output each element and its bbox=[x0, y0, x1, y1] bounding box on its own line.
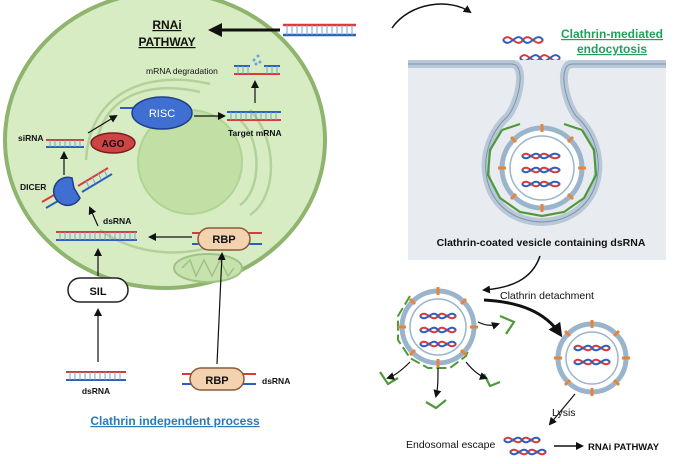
target-mrna bbox=[227, 111, 281, 121]
arrow-clathrin-detachment bbox=[483, 298, 563, 338]
sirna-label: siRNA bbox=[18, 133, 44, 143]
dsrna-inner bbox=[56, 231, 137, 241]
arrow-sirna-to-risc bbox=[87, 114, 118, 134]
arrow-dsrna-to-dicer bbox=[88, 206, 99, 227]
helical-dsrna-extracellular bbox=[502, 36, 561, 62]
arrow-lysis bbox=[548, 393, 576, 426]
endosomal-escape-label: Endosomal escape bbox=[406, 439, 495, 451]
clathrin-mediated-label-line1[interactable]: Clathrin-mediated bbox=[561, 27, 663, 41]
mrna-degradation-label: mRNA degradation bbox=[146, 66, 218, 76]
sil-transporter bbox=[67, 277, 129, 303]
risc-complex bbox=[131, 96, 193, 130]
fragment-arrows bbox=[386, 321, 500, 398]
endoplasmic-reticulum bbox=[84, 78, 273, 254]
dsrna-outside bbox=[66, 371, 126, 381]
mitochondrion bbox=[173, 253, 243, 283]
ago-protein bbox=[90, 132, 136, 154]
degraded-mrna bbox=[234, 54, 280, 75]
target-mrna-label: Target mRNA bbox=[228, 128, 282, 138]
sirna-duplex bbox=[46, 139, 84, 148]
uncoated-vesicle bbox=[554, 320, 630, 396]
rbp-inner bbox=[192, 227, 262, 251]
clathrin-coat bbox=[486, 122, 598, 218]
dsrna-inner-label: dsRNA bbox=[103, 216, 131, 226]
clathrin-detachment-label: Clathrin detachment bbox=[500, 290, 594, 302]
vesicle-spikes bbox=[498, 124, 586, 212]
arrow-rbp-into-cell bbox=[216, 252, 226, 365]
rbp-inner-label: RBP bbox=[212, 234, 235, 246]
escaped-dsrna bbox=[503, 436, 547, 456]
dsrna-outside-label: dsRNA bbox=[82, 386, 110, 396]
rnai-pathway-label-line1: RNAi bbox=[152, 18, 181, 32]
incoming-dsrna-top bbox=[283, 23, 356, 37]
rnai-pathway-final-label: RNAi PATHWAY bbox=[588, 442, 660, 453]
ago-label: AGO bbox=[102, 139, 125, 150]
arrow-vesicle-to-detached bbox=[482, 255, 541, 294]
risc-label: RISC bbox=[149, 108, 175, 120]
coated-vesicle-detaching bbox=[397, 287, 478, 369]
dicer-label: DICER bbox=[20, 182, 46, 192]
rbp-outside-label: RBP bbox=[205, 375, 228, 387]
dsrna-rbp-label: dsRNA bbox=[262, 376, 290, 386]
dicer-dsrna-right bbox=[77, 167, 113, 193]
arrow-to-endocytosis bbox=[391, 3, 472, 29]
rnai-pathway-label-line2: PATHWAY bbox=[138, 35, 195, 49]
rbp-outside bbox=[182, 367, 256, 391]
lysis-label: Lysis bbox=[552, 407, 576, 419]
vesicle-caption: Clathrin-coated vesicle containing dsRNA bbox=[437, 237, 646, 249]
clathrin-mediated-label-line2[interactable]: endocytosis bbox=[577, 42, 647, 56]
sil-label: SIL bbox=[89, 286, 106, 298]
clathrin-independent-label[interactable]: Clathrin independent process bbox=[90, 414, 260, 428]
vesicle-dsrna bbox=[521, 152, 561, 188]
dicer-enzyme bbox=[52, 176, 81, 207]
